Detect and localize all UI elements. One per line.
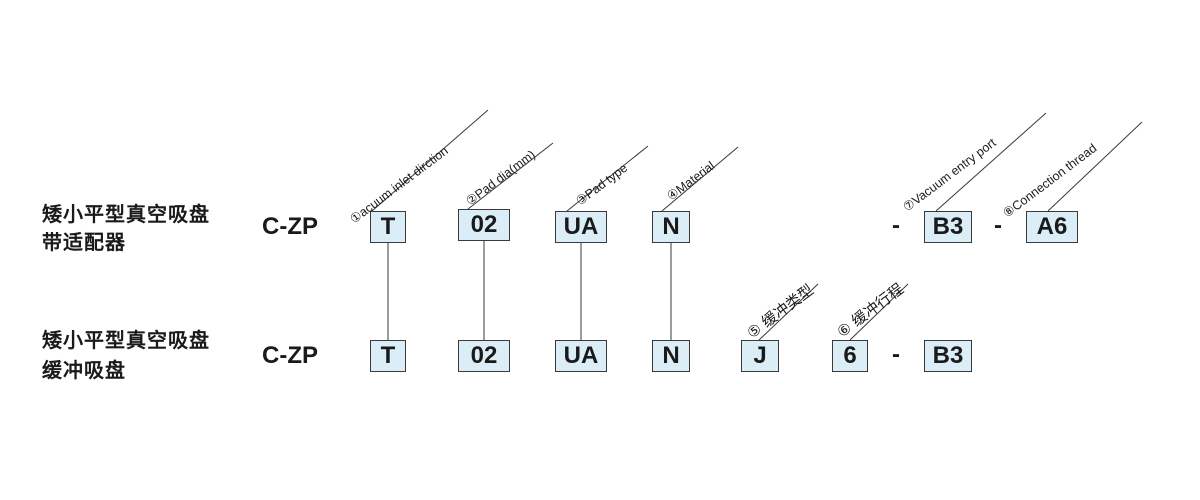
row2-prefix: C-ZP <box>262 342 318 369</box>
row2-code-type: UA <box>555 340 607 372</box>
leader-thread <box>1047 121 1143 212</box>
leader-type <box>566 145 649 212</box>
row1-code-thread: A6 <box>1026 211 1078 243</box>
row1-name-line1: 矮小平型真空吸盘 <box>42 202 210 226</box>
row2-name-line2: 缓冲吸盘 <box>42 358 126 382</box>
row1-code-material: N <box>652 211 690 243</box>
row1-dash-1: - <box>892 212 900 239</box>
leader-port <box>935 112 1047 212</box>
leader-stroke <box>849 283 909 341</box>
row1-dash-2: - <box>994 212 1002 239</box>
label-material: ④Material <box>664 159 717 204</box>
label-dia: ②Pad dia(mm) <box>463 147 538 208</box>
row1-code-inlet: T <box>370 211 406 243</box>
leader-buffer-type <box>758 283 819 341</box>
row2-code-buffer-type: J <box>741 340 779 372</box>
label-buffer-type: ⑤ 缓冲类型 <box>744 281 817 342</box>
leader-dia <box>467 142 554 210</box>
row2-code-dia: 02 <box>458 340 510 372</box>
leader-material <box>661 146 739 212</box>
label-port: ⑦Vacuum entry port <box>900 135 999 214</box>
row2-code-port: B3 <box>924 340 972 372</box>
row2-name-line1: 矮小平型真空吸盘 <box>42 328 210 352</box>
row1-code-dia: 02 <box>458 209 510 241</box>
row1-code-type: UA <box>555 211 607 243</box>
row2-dash-1: - <box>892 341 900 368</box>
label-type: ③Pad type <box>573 161 630 209</box>
row2-code-material: N <box>652 340 690 372</box>
row2-code-stroke: 6 <box>832 340 868 372</box>
label-inlet: ①acuum inlet dirction <box>347 144 450 227</box>
label-stroke: ⑥ 缓冲行程 <box>834 280 907 341</box>
row1-name-line2: 带适配器 <box>42 230 126 254</box>
leader-inlet <box>371 109 489 212</box>
row1-prefix: C-ZP <box>262 213 318 240</box>
label-thread: ⑧Connection thread <box>1000 141 1099 220</box>
row2-code-inlet: T <box>370 340 406 372</box>
row1-code-port: B3 <box>924 211 972 243</box>
